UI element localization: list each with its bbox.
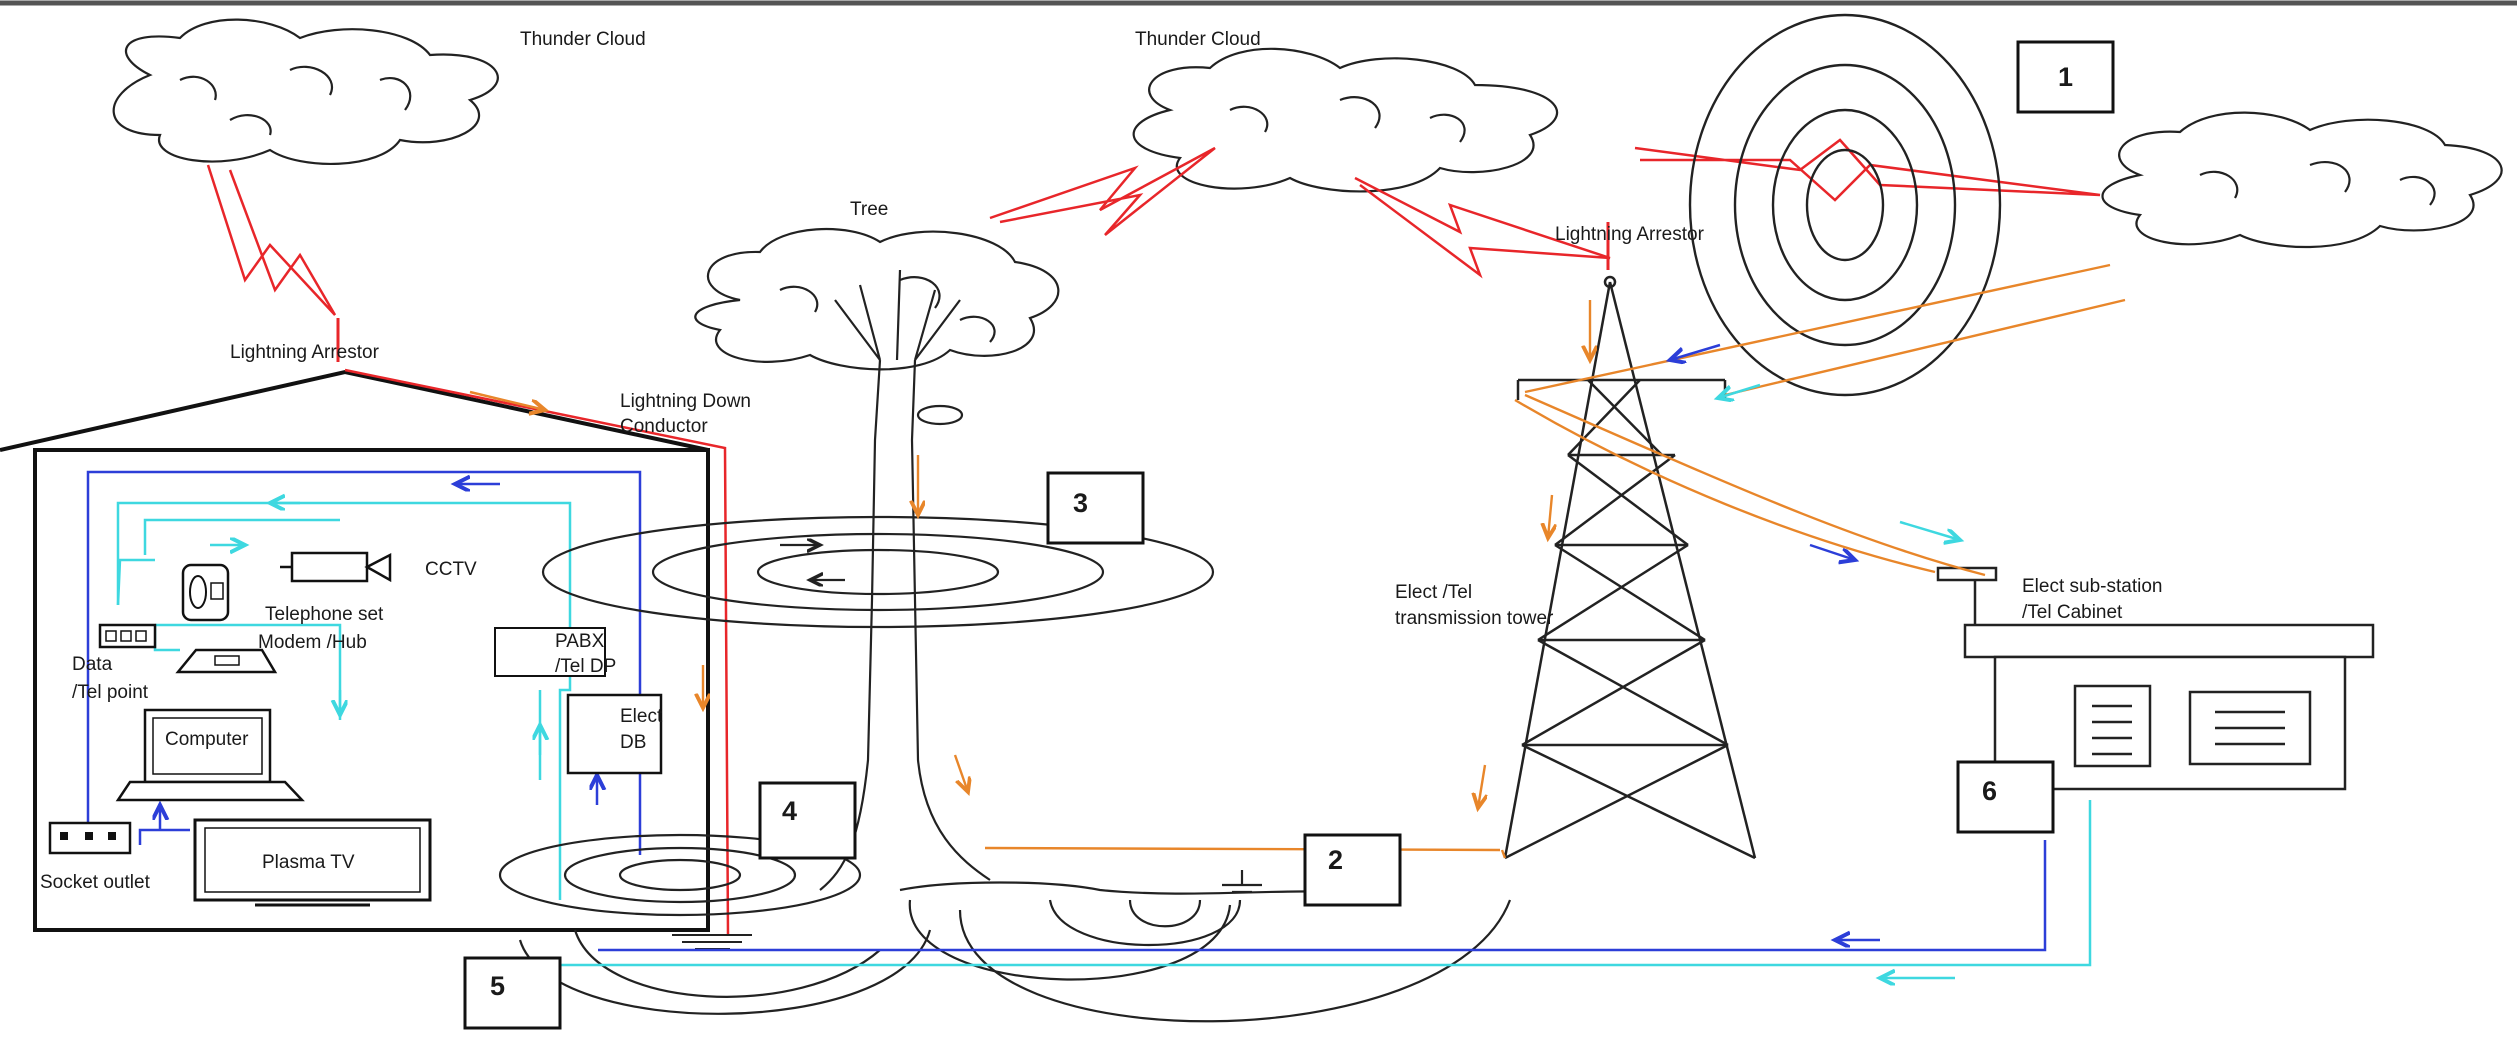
thunder-cloud-left — [114, 20, 498, 164]
socket-outlet — [50, 823, 130, 853]
modem-hub — [178, 650, 275, 672]
label-lightning-arrestor-tower: Lightning Arrestor — [1555, 224, 1705, 245]
label-plasma-tv: Plasma TV — [262, 852, 355, 873]
marker-1: 1 — [2018, 42, 2113, 112]
thunder-cloud-right — [2103, 113, 2502, 247]
label-thunder-cloud-center: Thunder Cloud — [1135, 29, 1261, 50]
tree — [695, 229, 1058, 890]
label-elect-db-2: DB — [620, 732, 646, 753]
cctv-camera — [280, 553, 390, 581]
label-tower-2: transmission tower — [1395, 608, 1554, 629]
label-telephone-set: Telephone set — [265, 604, 384, 625]
marker-3: 3 — [1048, 473, 1143, 543]
svg-text:1: 1 — [2058, 62, 2073, 92]
label-thunder-cloud-left: Thunder Cloud — [520, 29, 646, 50]
field-rings-top-right — [1690, 15, 2000, 395]
label-substation-1: Elect sub-station — [2022, 576, 2162, 597]
svg-text:3: 3 — [1073, 488, 1088, 518]
telephone-set — [183, 565, 228, 620]
marker-5: 5 — [465, 958, 560, 1028]
transmission-tower — [1505, 277, 1755, 858]
label-tree: Tree — [850, 199, 888, 220]
label-modem-hub: Modem /Hub — [258, 632, 367, 653]
svg-text:6: 6 — [1982, 776, 1997, 806]
svg-text:4: 4 — [782, 796, 797, 826]
substation — [1938, 568, 2373, 789]
label-pabx-1: PABX — [555, 631, 605, 652]
label-computer: Computer — [165, 729, 249, 750]
house-ground — [672, 935, 752, 949]
computer — [118, 710, 302, 800]
label-data-point-2: /Tel point — [72, 682, 149, 703]
label-socket-outlet: Socket outlet — [40, 872, 151, 893]
marker-2: 2 — [1305, 835, 1400, 905]
label-data-point-1: Data — [72, 654, 113, 675]
marker-6: 6 — [1958, 762, 2053, 832]
label-cctv: CCTV — [425, 559, 477, 580]
label-down-conductor-2: Conductor — [620, 416, 708, 437]
label-elect-db-1: Elect — [620, 706, 663, 727]
thunder-cloud-center — [1134, 49, 1557, 192]
data-tel-point — [100, 625, 155, 647]
svg-text:5: 5 — [490, 971, 505, 1001]
label-tower-1: Elect /Tel — [1395, 582, 1472, 603]
label-lightning-arrestor-house: Lightning Arrestor — [230, 342, 380, 363]
label-down-conductor-1: Lightning Down — [620, 391, 751, 412]
label-substation-2: /Tel Cabinet — [2022, 602, 2123, 623]
label-pabx-2: /Tel DP — [555, 656, 616, 677]
marker-4: 4 — [760, 783, 855, 858]
svg-text:2: 2 — [1328, 845, 1343, 875]
